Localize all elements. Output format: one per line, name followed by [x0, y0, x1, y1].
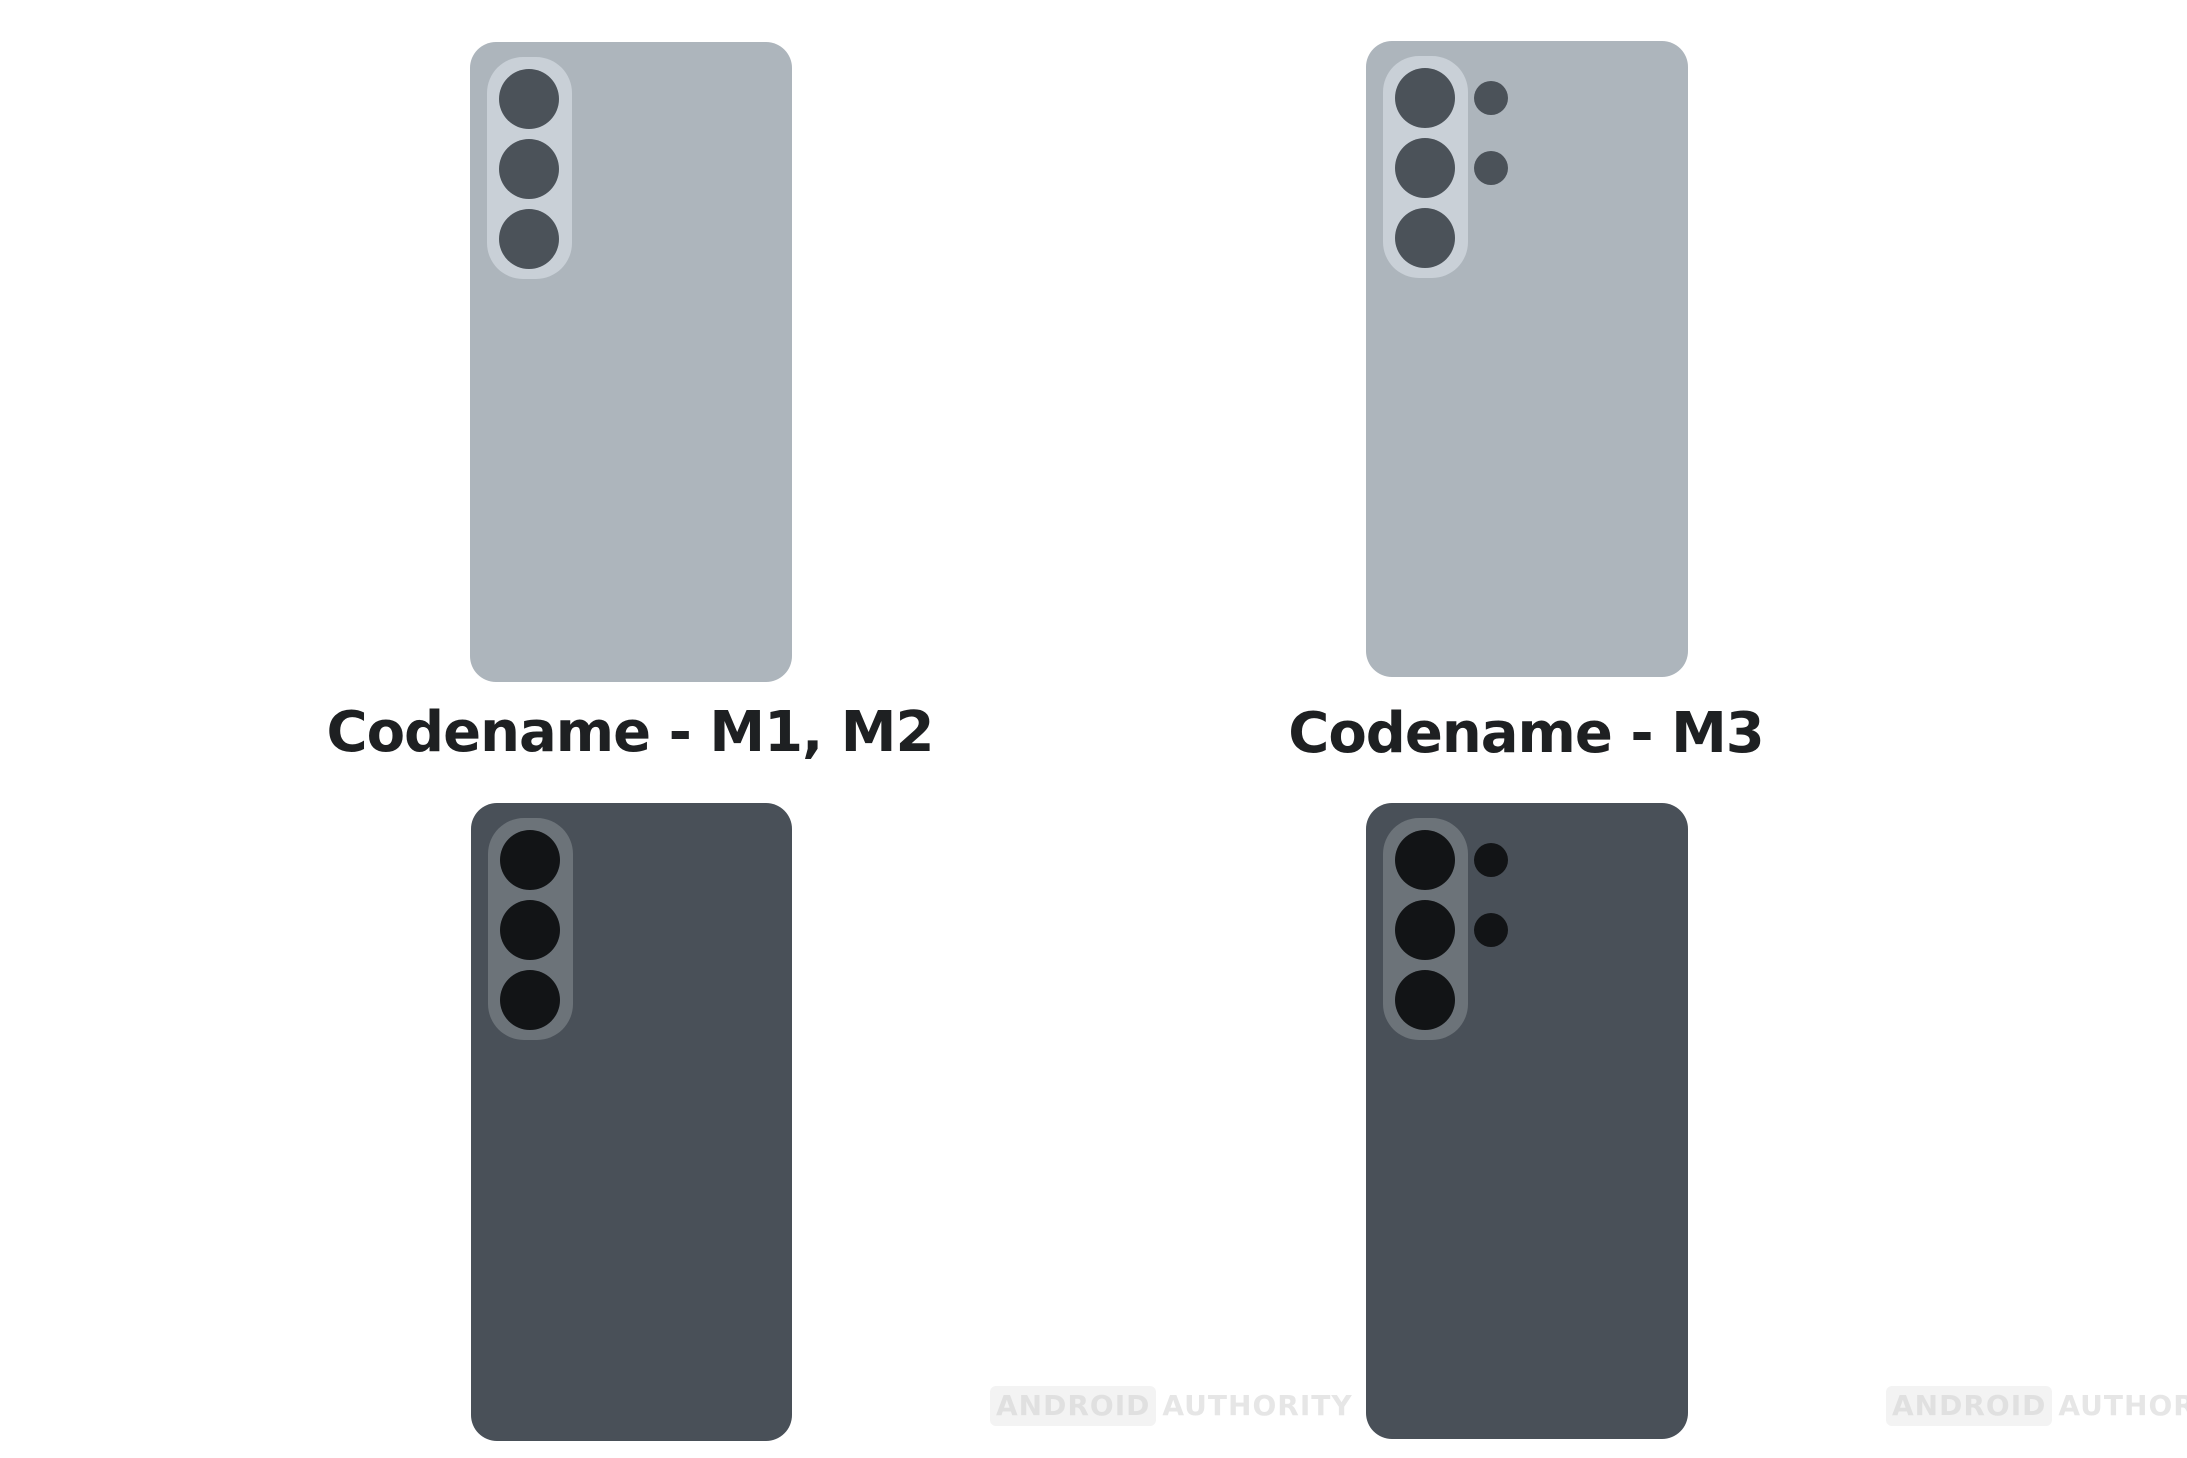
camera-module: [488, 818, 573, 1040]
phone-m3-dark: [1366, 803, 1688, 1439]
camera-lens-icon: [499, 69, 559, 129]
caption-m1-m2: Codename - M1, M2: [326, 700, 934, 765]
watermark-part: AUTHORITY: [1162, 1389, 1353, 1422]
phone-m1-m2-dark: [471, 803, 792, 1441]
flash-sensor-icon: [1474, 151, 1508, 185]
camera-module: [1383, 56, 1468, 278]
camera-lens-icon: [499, 209, 559, 269]
caption-m3: Codename - M3: [1288, 701, 1765, 766]
flash-sensor-icon: [1474, 913, 1508, 947]
flash-sensor-icon: [1474, 843, 1508, 877]
watermark-part: AUTHORITY: [2058, 1389, 2187, 1422]
camera-lens-icon: [1395, 970, 1455, 1030]
camera-module: [487, 57, 572, 279]
camera-lens-icon: [500, 900, 560, 960]
camera-module: [1383, 818, 1468, 1040]
camera-lens-icon: [1395, 830, 1455, 890]
phone-m1-m2-light: [470, 42, 792, 682]
watermark-part: ANDROID: [1886, 1386, 2053, 1426]
camera-lens-icon: [1395, 138, 1455, 198]
phone-m3-light: [1366, 41, 1688, 677]
camera-lens-icon: [1395, 68, 1455, 128]
watermark-part: ANDROID: [990, 1386, 1157, 1426]
camera-lens-icon: [1395, 900, 1455, 960]
camera-lens-icon: [499, 139, 559, 199]
camera-lens-icon: [500, 970, 560, 1030]
camera-lens-icon: [500, 830, 560, 890]
camera-lens-icon: [1395, 208, 1455, 268]
flash-sensor-icon: [1474, 81, 1508, 115]
